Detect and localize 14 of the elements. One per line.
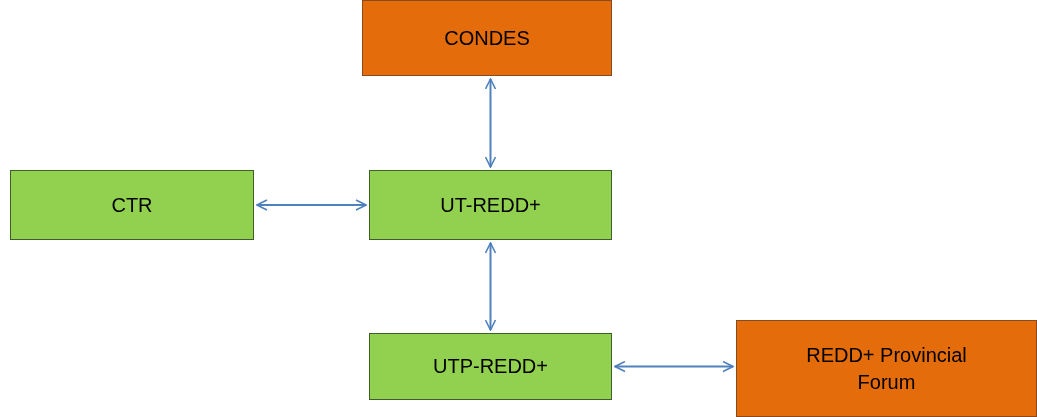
- process-box: [362, 0, 612, 76]
- process-box: [10, 170, 254, 240]
- double-arrow: [614, 360, 734, 373]
- box-label: REDD+ Provincial Forum: [805, 342, 968, 395]
- double-arrow: [484, 242, 497, 331]
- process-box: [369, 333, 612, 400]
- double-arrow: [256, 199, 367, 211]
- process-box: [369, 170, 612, 240]
- double-arrow: [484, 78, 497, 168]
- box-label: UTP-REDD+: [433, 354, 548, 379]
- process-box: [736, 320, 1037, 417]
- box-label: CONDES: [444, 25, 530, 51]
- box-label: UT-REDD+: [440, 192, 541, 218]
- box-label: CTR: [111, 192, 153, 218]
